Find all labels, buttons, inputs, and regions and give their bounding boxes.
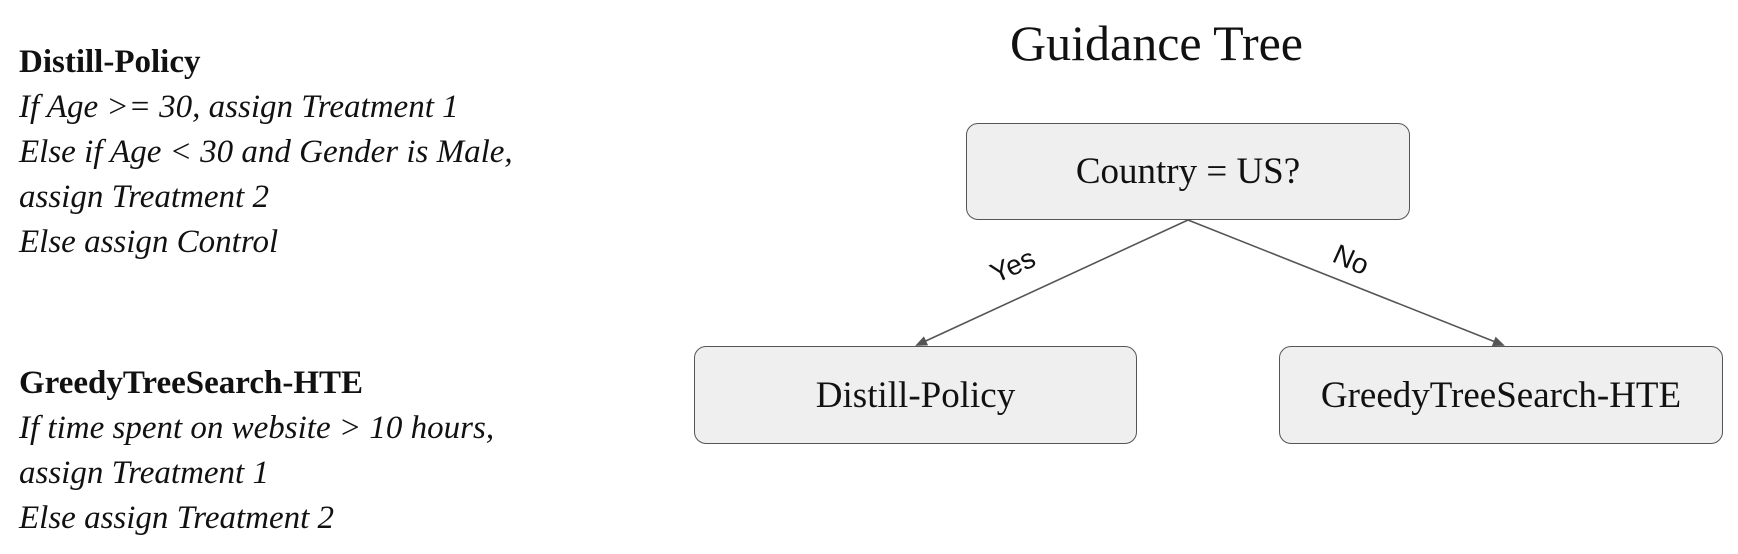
policy-rule-line: Else if Age < 30 and Gender is Male, <box>19 134 513 170</box>
tree-leaf-label: GreedyTreeSearch-HTE <box>1320 374 1682 416</box>
edge-no <box>1187 219 1505 346</box>
policy-rule-line: assign Treatment 2 <box>19 179 269 215</box>
policy-rule-line: If Age >= 30, assign Treatment 1 <box>19 89 459 125</box>
tree-title: Guidance Tree <box>1010 15 1303 71</box>
policy-description-distill: Distill-Policy If Age >= 30, assign Trea… <box>19 40 513 265</box>
policy-description-greedy: GreedyTreeSearch-HTE If time spent on we… <box>19 361 494 541</box>
policy-rule-line: assign Treatment 1 <box>19 455 269 491</box>
policy-rule-line: If time spent on website > 10 hours, <box>19 410 495 446</box>
edge-yes <box>915 219 1189 346</box>
policy-title: Distill-Policy <box>19 44 201 80</box>
tree-root-node: Country = US? <box>966 123 1410 220</box>
policy-rule-line: Else assign Control <box>19 224 279 260</box>
policy-rule-line: Else assign Treatment 2 <box>19 500 335 536</box>
tree-leaf-label: Distill-Policy <box>815 374 1016 416</box>
tree-leaf-node-yes: Distill-Policy <box>694 346 1137 444</box>
policy-title: GreedyTreeSearch-HTE <box>19 365 364 401</box>
tree-leaf-node-no: GreedyTreeSearch-HTE <box>1279 346 1723 444</box>
tree-root-label: Country = US? <box>1075 151 1301 192</box>
